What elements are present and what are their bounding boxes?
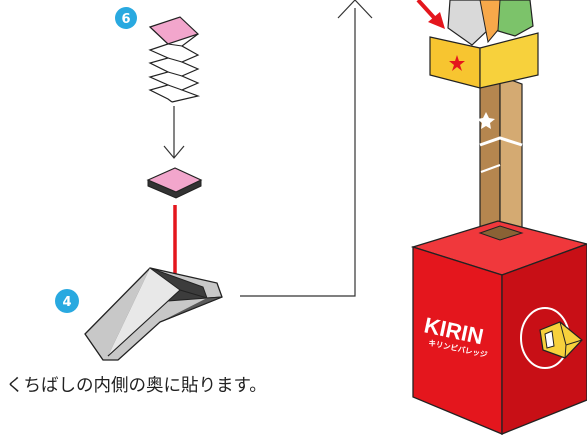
yellow-head-box bbox=[416, 0, 539, 89]
step-6-label: 6 bbox=[121, 12, 130, 27]
step-6-badge: 6 bbox=[115, 7, 137, 29]
beak-piece bbox=[84, 267, 223, 361]
folded-paper-stack bbox=[148, 16, 201, 103]
instruction-caption: くちばしの内側の奥に貼ります。 bbox=[6, 376, 267, 396]
thin-down-arrow bbox=[163, 106, 185, 159]
step-4-label: 4 bbox=[62, 295, 71, 310]
beak-hole bbox=[520, 307, 583, 369]
step-4-badge: 4 bbox=[55, 289, 79, 313]
pink-pad bbox=[146, 167, 203, 199]
connector-arrow bbox=[240, 0, 373, 297]
brown-pole bbox=[477, 75, 523, 234]
